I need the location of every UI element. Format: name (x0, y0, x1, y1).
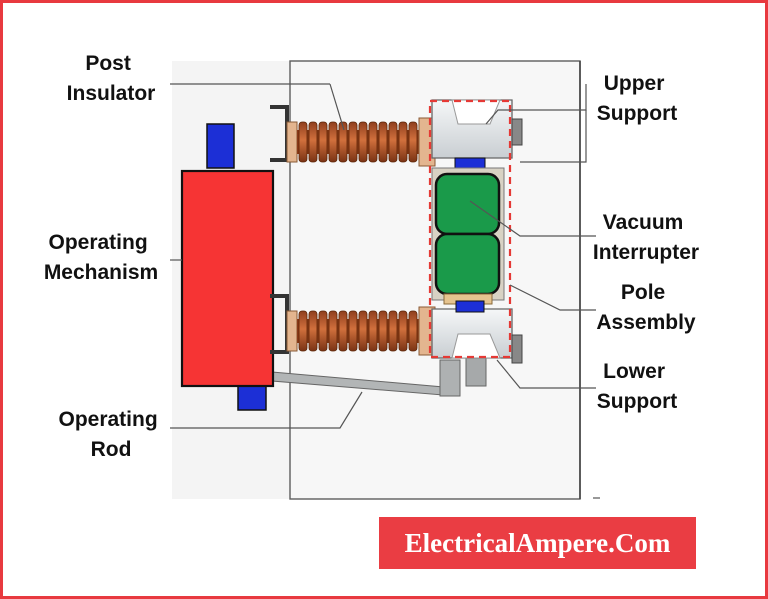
operating-rod (271, 355, 487, 397)
lower-support (431, 308, 523, 364)
insulator-shed (338, 310, 348, 352)
insulator-shed (378, 121, 388, 163)
insulator-shed (388, 310, 398, 352)
insulator-shed (318, 121, 328, 163)
insulator-shed (358, 121, 368, 163)
insulator-shed (348, 121, 358, 163)
insulator-shed (408, 121, 418, 163)
insulator-shed (308, 310, 318, 352)
insulator-shed (398, 310, 408, 352)
upper-post-insulator (286, 117, 436, 167)
vacuum-interrupter (431, 157, 505, 313)
label-post-insulator: Post Insulator (67, 52, 156, 105)
insulator-shed (298, 121, 308, 163)
insulator-shed (338, 121, 348, 163)
insulator-shed (358, 310, 368, 352)
insulator-shed (368, 121, 378, 163)
label-lower-support: Lower Support (597, 360, 677, 413)
mechanism-bottom-connector (237, 384, 267, 411)
insulator-shed (348, 310, 358, 352)
insulator-shed (308, 121, 318, 163)
mechanism-box (180, 169, 275, 388)
insulator-shed (378, 310, 388, 352)
mechanism-top-connector (206, 123, 235, 169)
label-vacuum-interrupter: Vacuum Interrupter (593, 211, 699, 264)
insulator-shed (318, 310, 328, 352)
lower-post-insulator (286, 306, 436, 356)
insulator-shed (368, 310, 378, 352)
insulator-shed (408, 310, 418, 352)
label-upper-support: Upper Support (597, 72, 677, 125)
leader-lines (170, 83, 600, 499)
label-operating-rod: Operating Rod (58, 408, 163, 461)
insulator-shed (298, 310, 308, 352)
label-pole-assembly: Pole Assembly (596, 281, 696, 334)
watermark-banner: ElectricalAmpere.Com (379, 517, 696, 569)
insulator-shed (328, 121, 338, 163)
insulator-shed (328, 310, 338, 352)
label-operating-mechanism: Operating Mechanism (44, 231, 158, 284)
insulator-shed (398, 121, 408, 163)
operating-mechanism (180, 105, 289, 411)
upper-support (431, 99, 523, 159)
interrupter-bottom-terminal (455, 300, 485, 313)
insulator-shed (388, 121, 398, 163)
